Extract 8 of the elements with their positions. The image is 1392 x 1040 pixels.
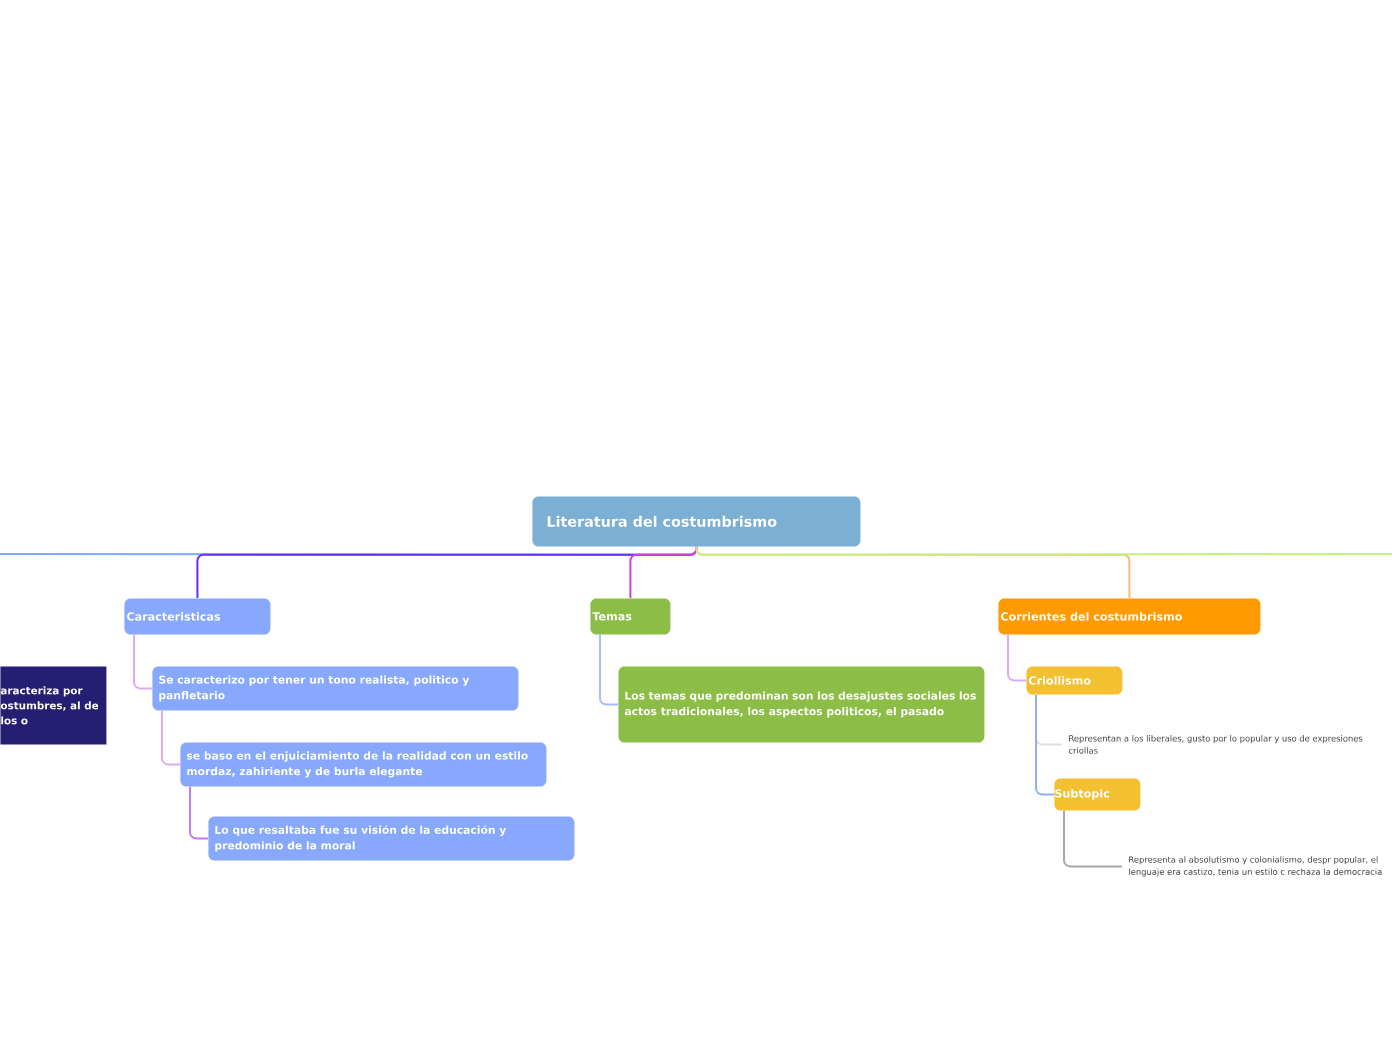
connector-line <box>133 633 153 690</box>
connector-line <box>1007 633 1027 682</box>
connector-line <box>599 633 619 706</box>
connector-line <box>189 785 209 840</box>
connector-line <box>161 709 181 766</box>
connector-line <box>629 545 698 599</box>
connector-line <box>1063 809 1123 868</box>
connector-line <box>695 545 1392 556</box>
